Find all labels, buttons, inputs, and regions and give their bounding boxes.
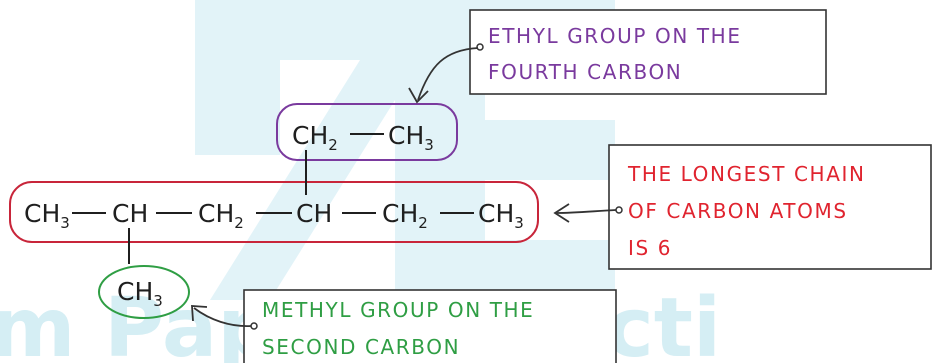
group-subscript: 2 bbox=[234, 214, 244, 232]
annotation-line: THE LONGEST CHAIN bbox=[627, 162, 866, 186]
annotation-box bbox=[243, 289, 617, 363]
annotation-methyl: METHYL GROUP ON THE SECOND CARBON bbox=[191, 289, 617, 363]
group-subscript: 2 bbox=[328, 136, 338, 154]
group-base: CH bbox=[198, 199, 234, 228]
svg-text:CH3: CH3 bbox=[388, 121, 434, 154]
annotation-line: ETHYL GROUP ON THE bbox=[488, 24, 742, 48]
svg-text:CH2: CH2 bbox=[382, 199, 428, 232]
connector-dot bbox=[476, 43, 484, 51]
group-subscript: 3 bbox=[424, 136, 434, 154]
ethyl-group-1: CH2 bbox=[292, 121, 338, 154]
ethyl-branch: CH2 CH3 bbox=[276, 103, 458, 161]
annotation-line: OF CARBON ATOMS bbox=[628, 199, 848, 223]
connector-arrow bbox=[555, 209, 617, 214]
main-chain-group-6: CH3 bbox=[478, 199, 524, 232]
arrowhead bbox=[553, 203, 570, 223]
main-chain-group-3: CH2 bbox=[198, 199, 244, 232]
arrowhead bbox=[191, 305, 208, 322]
annotation-line: METHYL GROUP ON THE bbox=[262, 298, 534, 322]
group-base: CH bbox=[112, 199, 148, 228]
group-base: CH bbox=[478, 199, 514, 228]
arrowhead bbox=[408, 87, 429, 104]
svg-text:CH3: CH3 bbox=[478, 199, 524, 232]
connector-dot bbox=[615, 206, 623, 214]
annotation-ethyl: ETHYL GROUP ON THE FOURTH CARBON bbox=[408, 9, 827, 104]
main-chain-group-4: CH bbox=[296, 199, 332, 228]
ethyl-branch-outline bbox=[276, 103, 458, 161]
methyl-branch-outline bbox=[98, 265, 190, 319]
methyl-group-1: CH3 bbox=[117, 277, 163, 310]
svg-text:CH2: CH2 bbox=[198, 199, 244, 232]
annotation-line: IS 6 bbox=[628, 236, 672, 260]
svg-text:CH3: CH3 bbox=[117, 277, 163, 310]
group-base: CH bbox=[388, 121, 424, 150]
group-base: CH bbox=[24, 199, 60, 228]
main-chain-group-1: CH3 bbox=[24, 199, 70, 232]
group-base: CH bbox=[117, 277, 153, 306]
svg-text:CH3: CH3 bbox=[24, 199, 70, 232]
ethyl-group-2: CH3 bbox=[388, 121, 434, 154]
connector-arrow bbox=[417, 47, 479, 101]
svg-text:CH: CH bbox=[112, 199, 148, 228]
group-subscript: 2 bbox=[418, 214, 428, 232]
watermark-logo-shape-mid bbox=[395, 120, 615, 180]
group-base: CH bbox=[292, 121, 328, 150]
annotation-chain: THE LONGEST CHAIN OF CARBON ATOMS IS 6 bbox=[553, 144, 932, 270]
group-subscript: 3 bbox=[60, 214, 70, 232]
group-base: CH bbox=[296, 199, 332, 228]
main-chain: CH3 CH CH2 CH CH2 bbox=[9, 181, 539, 243]
annotation-line: SECOND CARBON bbox=[262, 335, 460, 359]
connector-arrow bbox=[193, 307, 252, 327]
svg-text:CH2: CH2 bbox=[292, 121, 338, 154]
group-subscript: 3 bbox=[153, 292, 163, 310]
group-subscript: 3 bbox=[514, 214, 524, 232]
annotation-box bbox=[469, 9, 827, 95]
main-chain-outline bbox=[9, 181, 539, 243]
annotation-box bbox=[608, 144, 932, 270]
main-chain-group-5: CH2 bbox=[382, 199, 428, 232]
methyl-branch: CH3 bbox=[98, 265, 190, 319]
main-chain-group-2: CH bbox=[112, 199, 148, 228]
group-base: CH bbox=[382, 199, 418, 228]
svg-text:CH: CH bbox=[296, 199, 332, 228]
watermark-logo-slash bbox=[210, 60, 420, 300]
connector-dot bbox=[250, 322, 258, 330]
annotation-line: FOURTH CARBON bbox=[488, 60, 682, 84]
